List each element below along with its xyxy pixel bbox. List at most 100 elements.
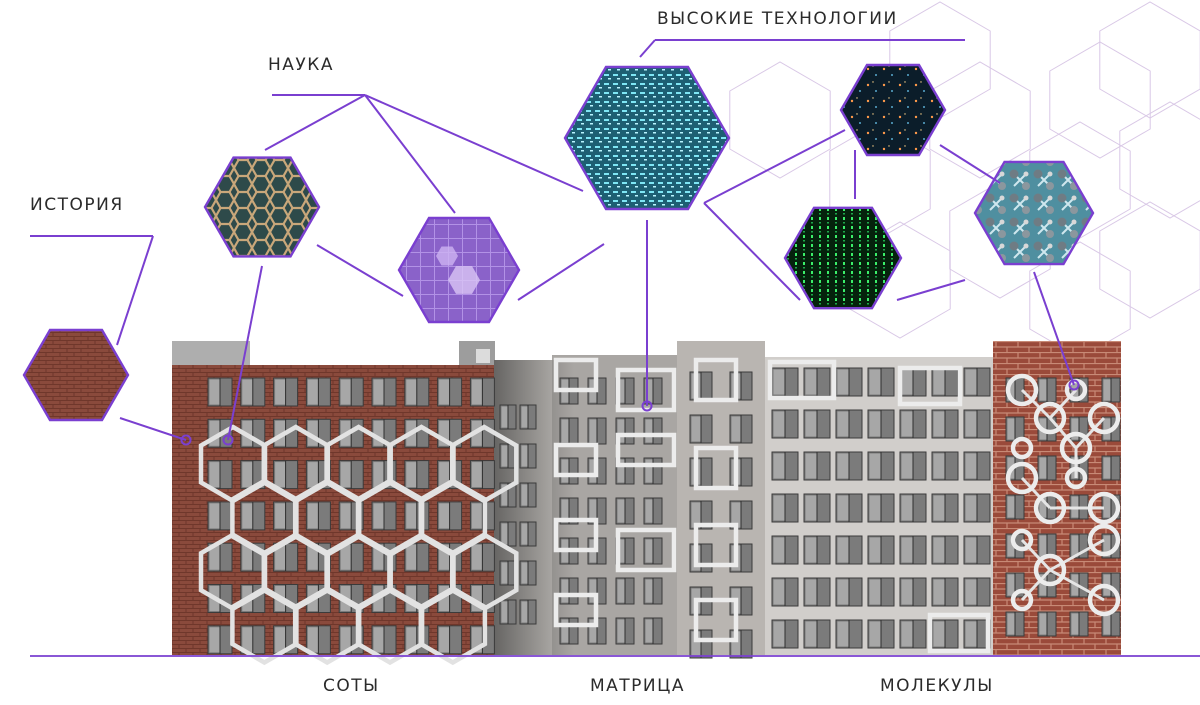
background-hex-outline	[1029, 121, 1131, 239]
window	[729, 414, 753, 444]
molecule-ring	[1059, 431, 1093, 465]
window-frame	[693, 445, 739, 491]
window	[899, 409, 927, 439]
window	[643, 617, 663, 645]
window	[867, 409, 895, 439]
window-frame	[897, 365, 963, 407]
window	[689, 371, 713, 401]
window	[643, 497, 663, 525]
window	[1005, 494, 1025, 520]
window	[240, 377, 266, 407]
window	[729, 457, 753, 487]
molecule-ring	[1010, 436, 1034, 460]
label-hightech: ВЫСОКИЕ ТЕХНОЛОГИИ	[657, 9, 898, 29]
window	[867, 619, 895, 649]
molecule-bond	[1049, 568, 1105, 602]
window	[835, 619, 863, 649]
window	[519, 404, 537, 430]
window	[803, 619, 831, 649]
window	[643, 377, 663, 405]
window	[867, 577, 895, 607]
window	[305, 625, 331, 655]
graphene-hex	[203, 156, 321, 258]
connector-endpoint	[180, 434, 192, 446]
window	[729, 543, 753, 573]
molecule-ring	[1087, 401, 1121, 435]
window	[437, 625, 463, 655]
window	[1101, 377, 1121, 403]
background-hex-outline	[1099, 1, 1200, 119]
window	[643, 537, 663, 565]
window	[931, 409, 959, 439]
connector-line	[703, 202, 801, 301]
label-science: НАУКА	[268, 55, 334, 75]
connector-endpoint	[1068, 379, 1080, 391]
window	[963, 619, 991, 649]
window	[803, 577, 831, 607]
background-hex-outline	[729, 61, 831, 179]
window-frame	[553, 517, 599, 553]
window	[469, 377, 495, 407]
window	[615, 617, 635, 645]
molecule-bond	[1049, 538, 1105, 572]
texture-hexagons	[22, 63, 1095, 422]
window	[305, 501, 331, 531]
window	[963, 577, 991, 607]
window	[559, 457, 579, 485]
window	[499, 560, 517, 586]
window	[771, 451, 799, 481]
connector-line	[119, 417, 187, 441]
window	[835, 409, 863, 439]
window	[469, 501, 495, 531]
window	[469, 542, 495, 572]
window	[519, 560, 537, 586]
window	[615, 537, 635, 565]
connector-line	[1033, 271, 1075, 386]
molecule-ring	[1005, 373, 1039, 407]
brick-texture-hex	[22, 328, 130, 422]
window	[519, 443, 537, 469]
connector-line	[517, 243, 605, 301]
label-molecules: МОЛЕКУЛЫ	[880, 676, 994, 696]
window	[771, 493, 799, 523]
window	[404, 501, 430, 531]
window	[729, 629, 753, 659]
window	[615, 417, 635, 445]
window-frame	[553, 592, 599, 628]
connector-line	[316, 244, 404, 297]
window-frame	[615, 432, 677, 468]
window	[499, 443, 517, 469]
window	[963, 409, 991, 439]
window	[771, 409, 799, 439]
window	[803, 451, 831, 481]
molecule-ring	[1010, 528, 1034, 552]
window	[519, 482, 537, 508]
window	[867, 535, 895, 565]
connector-endpoint	[641, 400, 653, 412]
window	[305, 377, 331, 407]
code-rain-hex	[783, 206, 903, 310]
window	[835, 535, 863, 565]
window	[499, 521, 517, 547]
window	[899, 619, 927, 649]
molecule-hex	[973, 160, 1095, 266]
molecule-ring	[1087, 523, 1121, 557]
window	[835, 451, 863, 481]
connector-lines	[30, 39, 1080, 446]
window	[615, 377, 635, 405]
window-frame	[767, 359, 837, 401]
window-frame	[927, 612, 991, 654]
window	[207, 460, 233, 490]
window	[963, 535, 991, 565]
window	[689, 500, 713, 530]
window	[615, 497, 635, 525]
window	[338, 460, 364, 490]
molecule-bond	[1020, 476, 1052, 510]
window	[437, 377, 463, 407]
window	[931, 367, 959, 397]
molecule-ring	[1033, 491, 1067, 525]
window-frame	[693, 357, 739, 403]
connector-line	[896, 279, 966, 301]
